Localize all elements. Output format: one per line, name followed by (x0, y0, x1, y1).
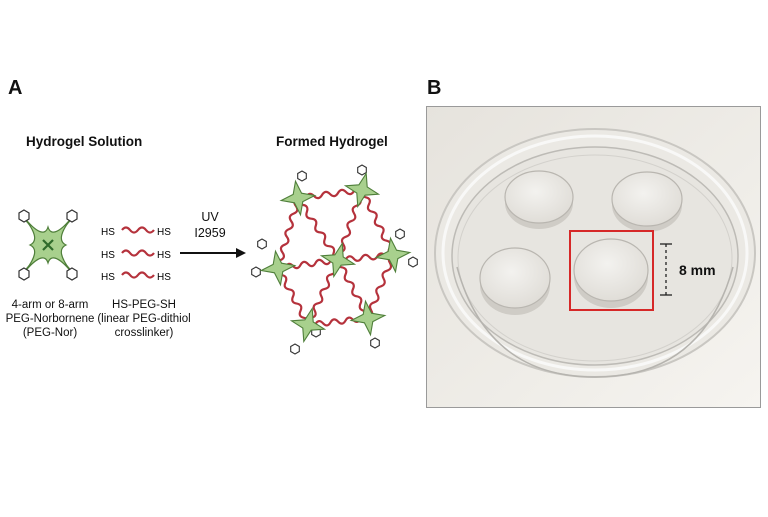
hydrogel-disk (504, 170, 574, 229)
formed-hydrogel-heading: Formed Hydrogel (276, 134, 388, 149)
peg-star-node (289, 306, 327, 344)
crosslink-chain (276, 267, 310, 326)
uv-label: UV (201, 210, 219, 224)
hydrogel-network (251, 164, 418, 355)
crosslink-chain (336, 259, 370, 319)
uv-initiator-label: UV I2959 (183, 209, 237, 241)
petri-dish-illustration: 8 mm (427, 107, 760, 407)
crosslink-chain (296, 197, 339, 262)
norbornene-hexagon (18, 267, 30, 281)
caption-line: HS-PEG-SH (112, 299, 176, 311)
norbornene-hexagon (257, 238, 267, 250)
norbornene-hexagon (18, 209, 30, 223)
caption-line: crosslinker) (114, 327, 174, 339)
thiol-label: HS (157, 250, 171, 261)
peg-star-node (259, 249, 297, 287)
caption-line: 4-arm or 8-arm (11, 299, 89, 311)
norbornene-hexagon (370, 337, 380, 349)
peg-star-node (279, 179, 317, 217)
thiol-label: HS (101, 272, 115, 283)
hydrogel-disk (479, 247, 551, 315)
norbornene-hexagon (395, 228, 405, 240)
hydrogel-disk (611, 171, 683, 232)
scale-bar (660, 243, 672, 296)
thiol-label: HS (157, 272, 171, 283)
caption-line: (PEG-Nor) (22, 327, 78, 339)
caption-line: (linear PEG-dithiol (97, 313, 191, 325)
hydrogel-solution-heading: Hydrogel Solution (26, 134, 143, 149)
thiol-label: HS (101, 227, 115, 238)
thiol-label: HS (101, 250, 115, 261)
norbornene-hexagon (251, 266, 261, 278)
norbornene-hexagon (290, 343, 300, 355)
hydrogel-disk-highlighted (573, 238, 649, 308)
reaction-arrow (180, 248, 246, 258)
crosslink-chain (275, 196, 299, 269)
peg-norbornene-caption: 4-arm or 8-arm PEG-Norbornene (PEG-Nor) (0, 298, 100, 340)
thiol-label: HS (157, 227, 171, 238)
norbornene-hexagon (357, 164, 367, 176)
crosslink-chain (359, 189, 394, 257)
norbornene-hexagon (408, 256, 418, 268)
norbornene-hexagon (297, 170, 307, 182)
crosslink-chain (367, 253, 394, 320)
crosslinker-caption: HS-PEG-SH (linear PEG-dithiol crosslinke… (88, 298, 200, 340)
caption-line: PEG-Norbornene (5, 313, 95, 325)
peg-norbornene-star (18, 209, 78, 281)
dithiol-crosslinker-1: HS HS (101, 226, 171, 238)
panel-a-diagram: HS HS HS HS HS HS (18, 164, 418, 355)
initiator-label: I2959 (194, 226, 226, 240)
norbornene-hexagon (66, 267, 78, 281)
norbornene-hexagon (66, 209, 78, 223)
peg-star-node (349, 299, 387, 337)
peg-star-node (319, 241, 357, 279)
peg-star-node (374, 236, 412, 274)
scale-label: 8 mm (679, 262, 716, 278)
dithiol-crosslinker-3: HS HS (101, 271, 171, 283)
peg-star-node (343, 171, 381, 209)
dithiol-crosslinker-2: HS HS (101, 249, 171, 261)
petri-dish-photo: 8 mm (426, 106, 761, 408)
panel-b-label: B (427, 77, 442, 99)
highlight-box (569, 230, 654, 311)
panel-a-label: A (8, 77, 23, 99)
